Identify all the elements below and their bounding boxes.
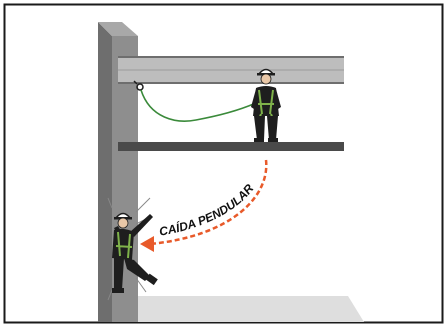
floor-slab xyxy=(118,142,344,151)
ground-shadow xyxy=(106,296,364,322)
frame-border xyxy=(5,5,443,323)
wall-side xyxy=(98,22,112,322)
